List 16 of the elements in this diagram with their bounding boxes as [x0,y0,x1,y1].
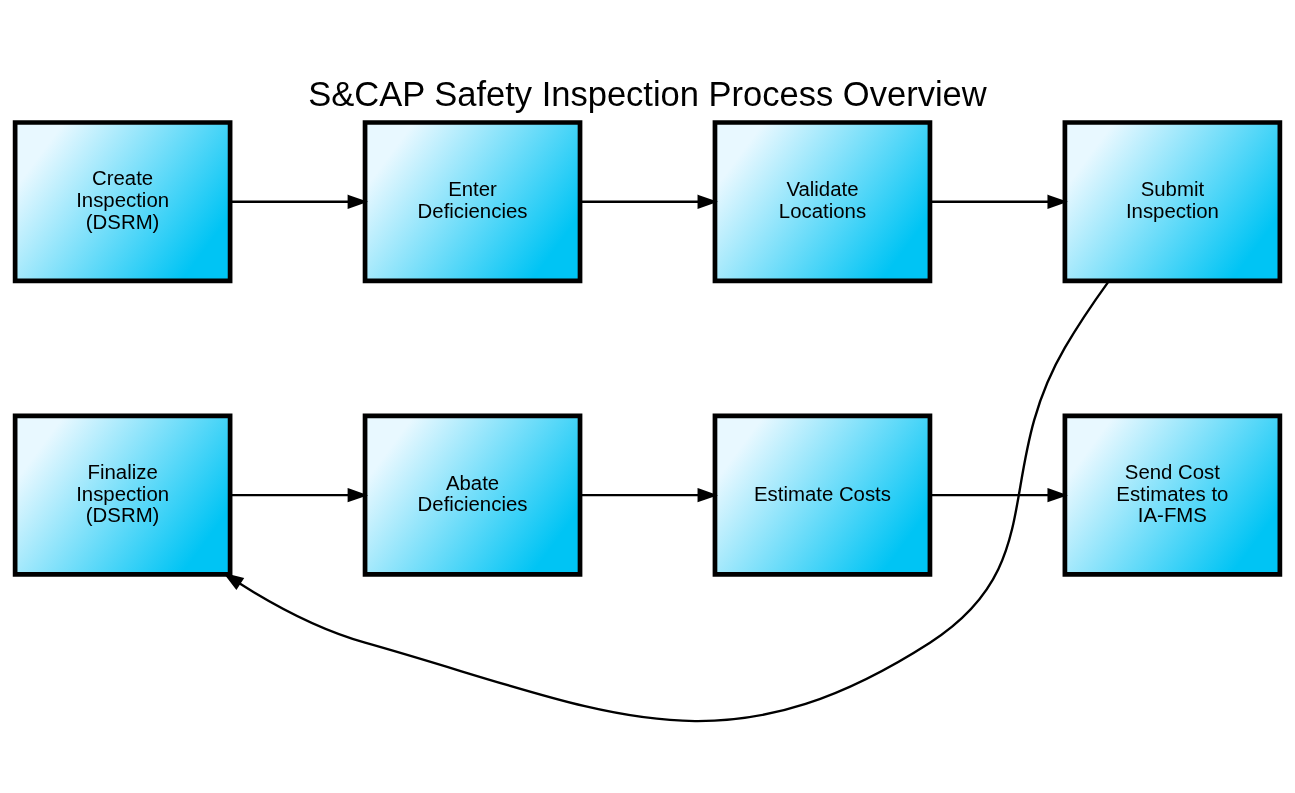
node-box: Finalize Inspection (DSRM) [12,413,233,577]
arrow [929,487,1068,502]
arrow [929,194,1068,209]
node-box: Estimate Costs [712,413,933,577]
node-box: Validate Locations [712,119,933,283]
arrow [223,280,1110,722]
node-box: Send Cost Estimates to IA-FMS [1062,413,1283,577]
node-box: Submit Inspection [1062,119,1283,283]
arrow [580,487,718,502]
arrow [230,487,369,502]
node-box: Enter Deficiencies [362,119,583,283]
node-box: Create Inspection (DSRM) [12,119,233,283]
arrow [230,194,369,209]
node-box: Abate Deficiencies [362,413,583,577]
diagram-title: S&CAP Safety Inspection Process Overview [308,74,987,113]
arrow [580,194,718,209]
